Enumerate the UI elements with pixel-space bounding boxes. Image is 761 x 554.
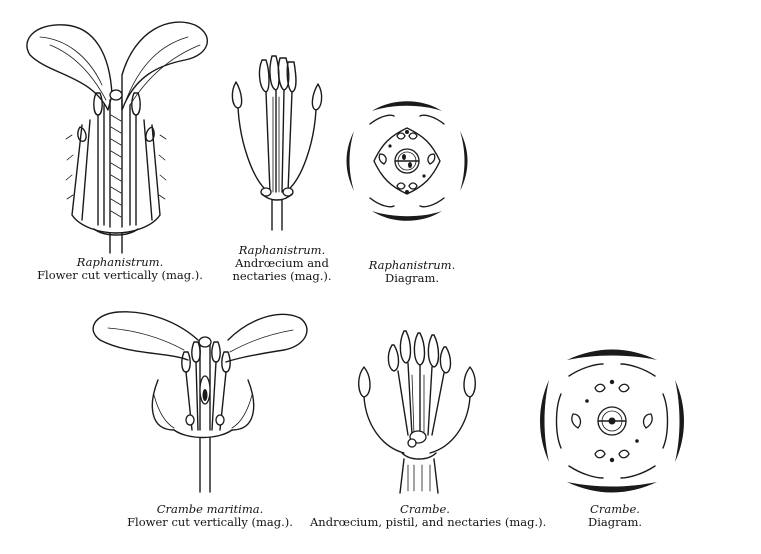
crambe-androecium-illustration [358, 330, 476, 494]
caption-genus: Crambe. [590, 502, 640, 516]
crambe-maritima-flower-caption: Crambe maritima. Flower cut vertically (… [120, 503, 300, 529]
raphanistrum-diagram-caption: Raphanistrum. Diagram. [342, 259, 482, 285]
caption-description: Flower cut vertically (mag.). [37, 268, 203, 282]
caption-description: Diagram. [587, 515, 643, 529]
caption-description: Flower cut vertically (mag.). [127, 515, 293, 529]
crambe-floral-diagram [540, 349, 684, 493]
raphanistrum-floral-diagram [346, 101, 468, 221]
caption-genus: Raphanistrum. [76, 255, 164, 269]
caption-genus: Raphanistrum. [238, 243, 326, 257]
raphanistrum-flower-caption: Raphanistrum. Flower cut vertically (mag… [20, 256, 220, 282]
crambe-maritima-flower-figure [88, 300, 313, 495]
caption-genus: Crambe. [400, 502, 450, 516]
caption-description: Andrœcium and [235, 256, 329, 270]
raphanistrum-flower-figure [10, 15, 220, 255]
crambe-diagram-caption: Crambe. Diagram. [550, 503, 680, 529]
crambe-maritima-flower-illustration [92, 311, 308, 493]
crambe-androecium-caption: Crambe. Andrœcium, pistil, and nectaries… [310, 502, 547, 529]
crambe-diagram-figure [537, 346, 687, 496]
caption-description: Diagram. [384, 271, 440, 285]
crambe-androecium-figure [352, 325, 492, 495]
caption-genus: Raphanistrum. [368, 258, 456, 272]
raphanistrum-androecium-illustration [231, 55, 323, 231]
caption-genus: Crambe maritima. [156, 502, 264, 516]
raphanistrum-androecium-figure [222, 52, 332, 232]
caption-description: nectaries (mag.). [232, 269, 332, 283]
raphanistrum-diagram-figure [342, 96, 472, 226]
raphanistrum-flower-illustration [26, 21, 208, 254]
caption-description: Andrœcium, pistil, and nectaries (mag.). [310, 515, 547, 529]
raphanistrum-androecium-caption: Raphanistrum. Andrœcium and nectaries (m… [212, 244, 352, 283]
